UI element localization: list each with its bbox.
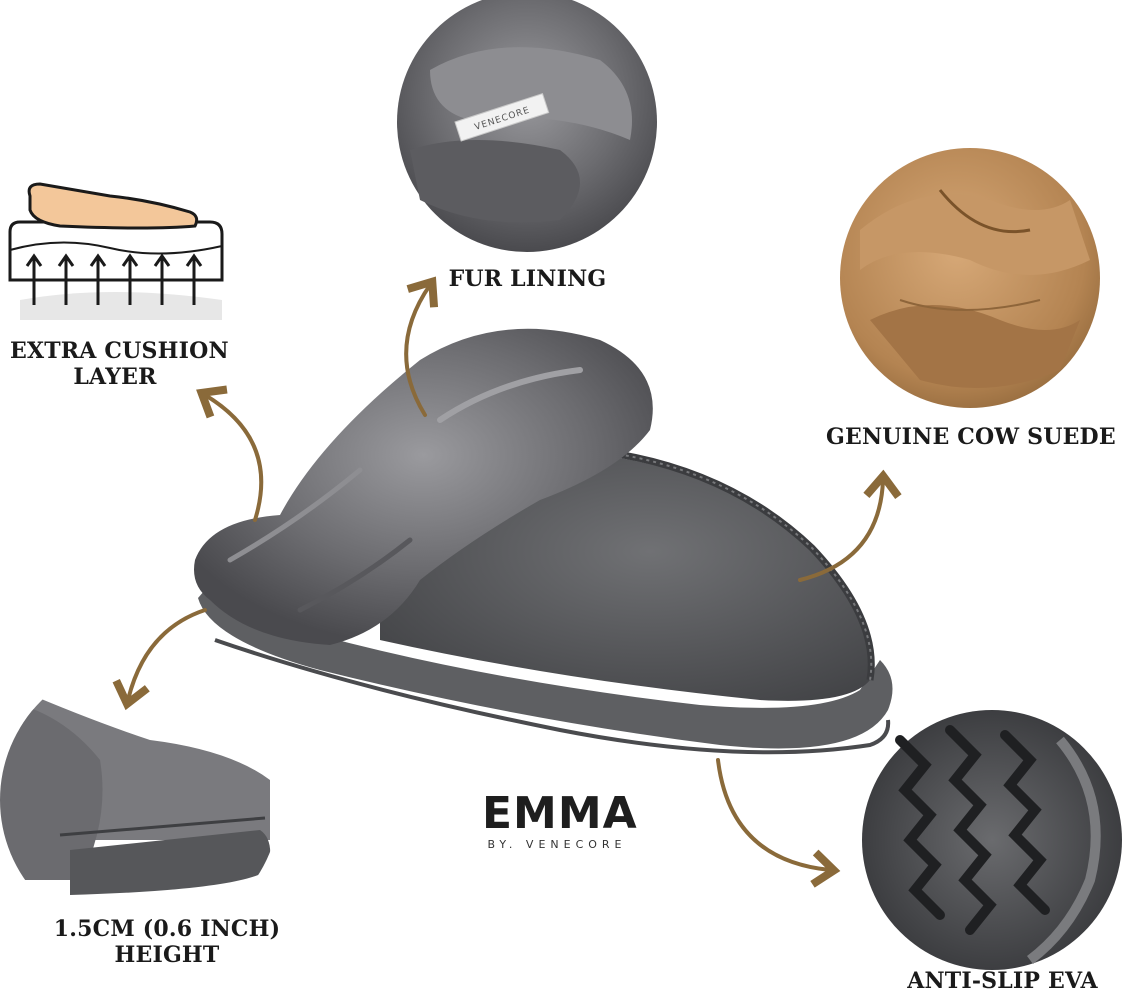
callout-arrows — [112, 276, 902, 888]
cow-suede-image — [840, 148, 1100, 408]
cushion-label-line1: EXTRA CUSHION — [10, 338, 229, 364]
arrow-to-cushion — [196, 385, 264, 522]
anti-slip-sole-image — [862, 710, 1122, 970]
arrow-to-suede — [798, 469, 902, 582]
height-label-line1: 1.5CM (0.6 INCH) — [53, 916, 281, 942]
arrow-to-height — [112, 608, 207, 711]
sole-height-image — [0, 660, 280, 940]
anti-slip-label: ANTI-SLIP EVA — [907, 968, 1098, 994]
height-label-line2: HEIGHT — [114, 942, 220, 968]
cushion-icon — [8, 182, 224, 320]
fur-lining-image: VENECORE — [397, 0, 657, 252]
height-label: 1.5CM (0.6 INCH) HEIGHT — [50, 916, 284, 968]
brand-name: EMMA — [482, 788, 638, 839]
slipper-product — [194, 328, 893, 755]
cushion-label-line2: LAYER — [73, 364, 157, 390]
brand-byline: BY. VENECORE — [487, 838, 627, 851]
fur-lining-label: FUR LINING — [448, 266, 607, 292]
arrow-to-sole — [716, 758, 841, 888]
cushion-label: EXTRA CUSHION LAYER — [10, 338, 229, 390]
cow-suede-label: GENUINE COW SUEDE — [826, 424, 1116, 450]
arrow-to-fur — [404, 276, 439, 417]
